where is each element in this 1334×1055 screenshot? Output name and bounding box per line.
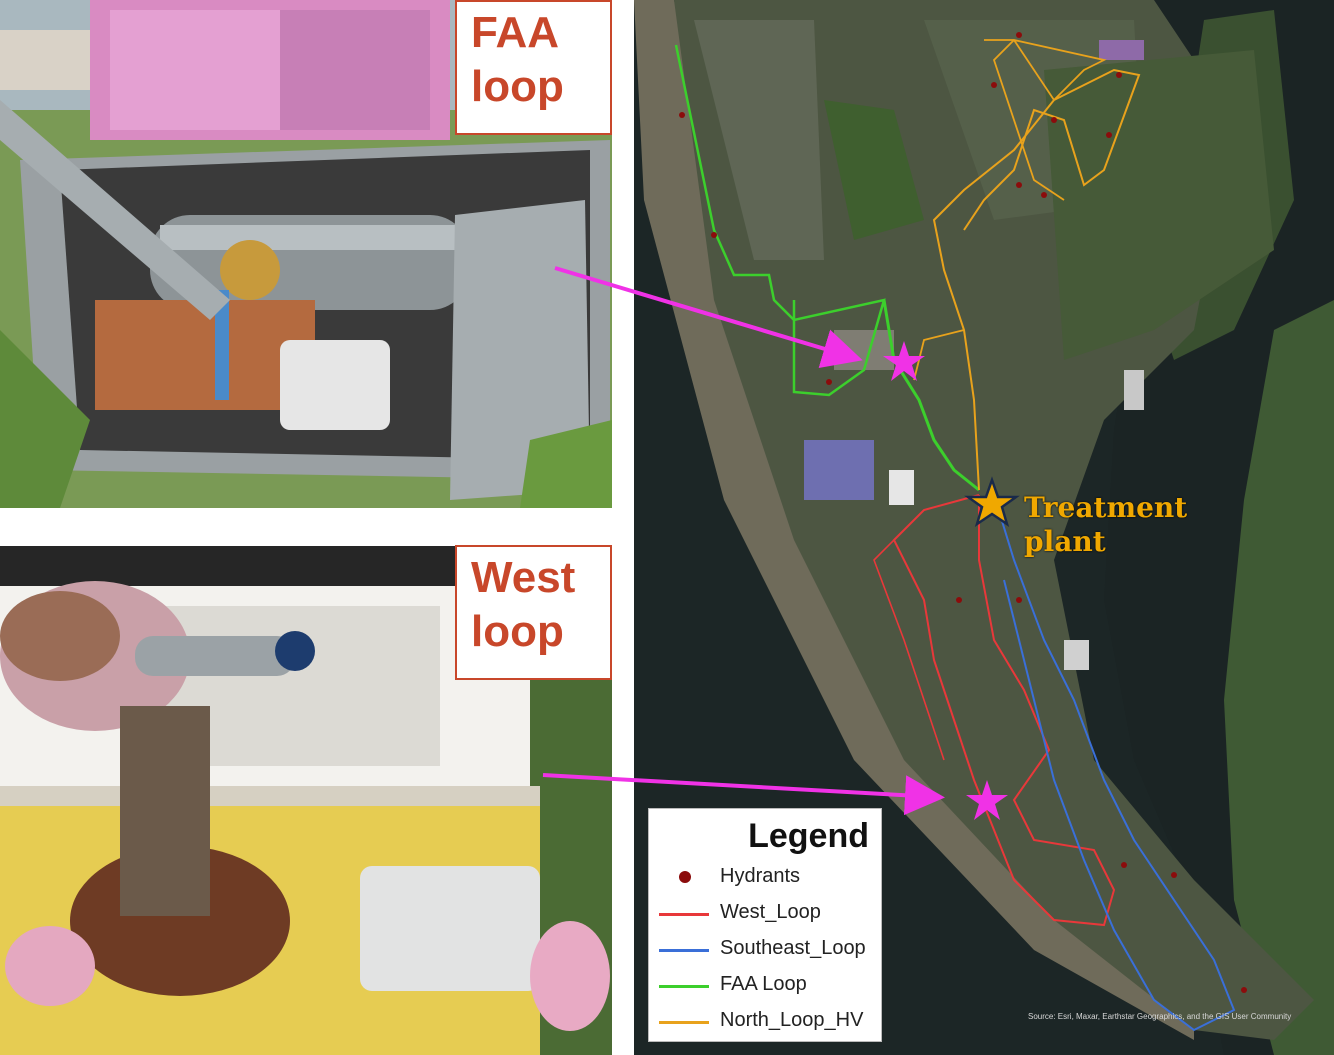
map-legend: Legend Hydrants West_Loop Southeast_Loop… [648, 808, 882, 1042]
southeast-loop-line-icon [659, 949, 709, 952]
legend-item-hydrants: Hydrants [659, 863, 879, 893]
faa-sensor-star-icon [883, 341, 925, 381]
legend-item-label: FAA Loop [720, 973, 807, 995]
treatment-plant-label: Treatment plant [1024, 491, 1187, 559]
faa-label-line1: FAA [471, 8, 559, 57]
legend-item-label: Southeast_Loop [720, 937, 866, 959]
faa-loop-line-icon [659, 985, 709, 988]
legend-item-southeast-loop: Southeast_Loop [659, 935, 879, 965]
west-sensor-star-icon [966, 780, 1008, 820]
satellite-map [634, 0, 1334, 1055]
west-loop-label: West loop [455, 545, 612, 680]
treatment-label-line2: plant [1024, 525, 1106, 558]
treatment-plant-star-icon [964, 476, 1020, 527]
legend-title: Legend [748, 817, 869, 855]
hydrant-dot-icon [679, 871, 691, 883]
legend-item-label: North_Loop_HV [720, 1009, 864, 1031]
map-attribution: Source: Esri, Maxar, Earthstar Geographi… [1028, 1012, 1292, 1021]
west-loop-line-icon [659, 913, 709, 916]
legend-item-label: West_Loop [720, 901, 821, 923]
faa-loop-label: FAA loop [455, 0, 612, 135]
north-loop-line-icon [659, 1021, 709, 1024]
west-label-line1: West [471, 553, 576, 602]
legend-item-north-loop: North_Loop_HV [659, 1007, 879, 1037]
treatment-label-line1: Treatment [1024, 491, 1188, 524]
legend-item-west-loop: West_Loop [659, 899, 879, 929]
west-label-line2: loop [471, 607, 564, 656]
legend-item-faa-loop: FAA Loop [659, 971, 879, 1001]
faa-label-line2: loop [471, 62, 564, 111]
legend-item-label: Hydrants [720, 865, 801, 887]
